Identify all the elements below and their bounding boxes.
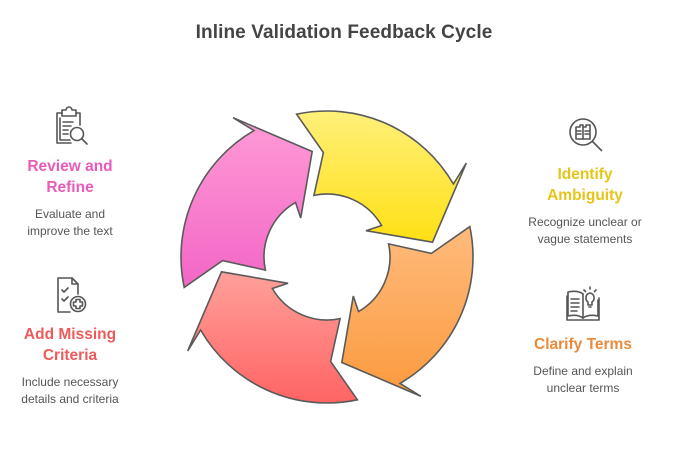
book-lightbulb-icon (566, 286, 600, 321)
step-clarify-terms: Clarify Terms Define and explain unclear… (508, 282, 658, 397)
step-identify-ambiguity: Identify Ambiguity Recognize unclear or … (510, 112, 660, 248)
step-description-line: Include necessary (21, 375, 119, 389)
step-title-line: Add Missing (23, 326, 117, 343)
step-description: Evaluate and improve the text (0, 206, 145, 240)
step-title-line: Review and (27, 158, 113, 175)
step-title-line: Identify (557, 166, 613, 183)
step-description: Recognize unclear or vague statements (510, 214, 660, 248)
step-description: Include necessary details and criteria (0, 374, 145, 408)
clipboard-search-icon (56, 106, 88, 145)
step-review-and-refine: Review and Refine Evaluate and improve t… (0, 104, 145, 240)
step-title-line: Refine (46, 179, 94, 196)
cycle-arrow-clarify (340, 225, 474, 398)
step-description-line: vague statements (537, 232, 633, 246)
magnifier-document-icon (569, 118, 603, 152)
step-title: Identify Ambiguity (510, 164, 660, 206)
step-title-line: Ambiguity (547, 187, 623, 204)
step-description-line: unclear terms (546, 381, 620, 395)
cycle-arrow-review (180, 116, 314, 289)
step-description: Define and explain unclear terms (508, 363, 658, 397)
step-description-line: Define and explain (533, 364, 633, 378)
checklist-add-icon (57, 277, 87, 313)
step-title: Review and Refine (0, 156, 145, 198)
step-description-line: details and criteria (21, 392, 119, 406)
step-title: Clarify Terms (508, 334, 658, 355)
cycle-arrow-identify (295, 110, 468, 244)
step-description-line: Evaluate and (34, 207, 106, 221)
cycle-arrow-missing (186, 270, 359, 404)
step-title: Add Missing Criteria (0, 324, 145, 366)
step-description-line: improve the text (27, 224, 113, 238)
step-add-missing-criteria: Add Missing Criteria Include necessary d… (0, 272, 145, 408)
diagram-title: Inline Validation Feedback Cycle (195, 22, 493, 43)
step-description-line: Recognize unclear or (528, 215, 642, 229)
step-title-line: Criteria (42, 347, 98, 364)
step-title-line: Clarify Terms (534, 336, 632, 353)
